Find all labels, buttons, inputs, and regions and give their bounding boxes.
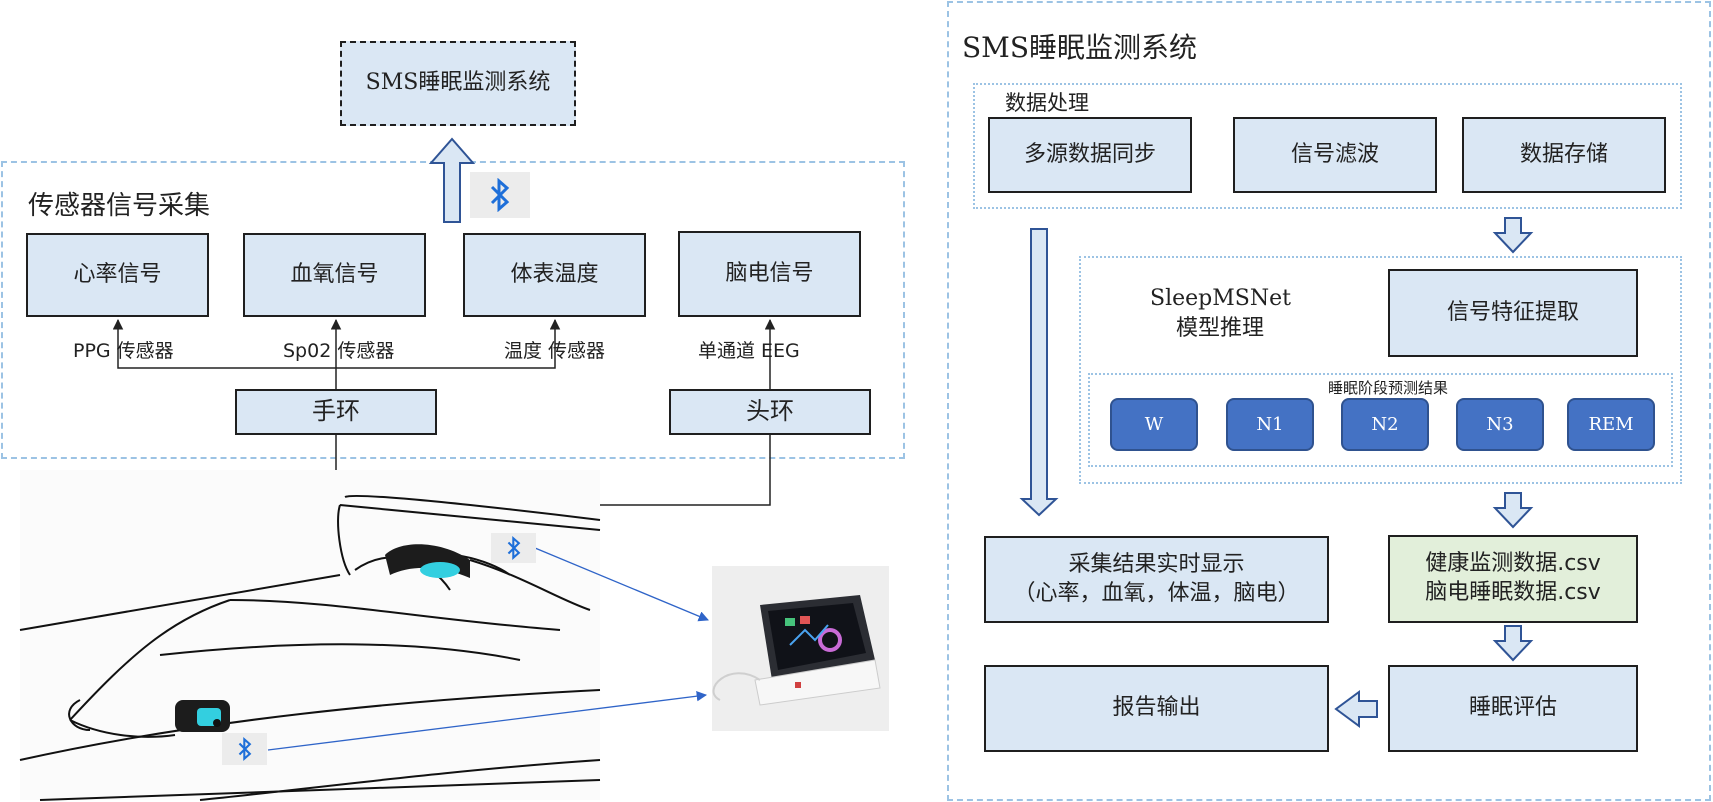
down-arrow-3 <box>1492 625 1534 662</box>
model-group <box>1079 256 1682 484</box>
report-output: 报告输出 <box>984 665 1329 752</box>
bt-link-head <box>534 547 709 622</box>
device-headband-label: 头环 <box>746 397 794 426</box>
proc-sync-label: 多源数据同步 <box>1023 141 1156 167</box>
stage-result-title: 睡眠阶段预测结果 <box>1328 379 1449 397</box>
stage-n1: N1 <box>1226 398 1314 451</box>
ppg-connector <box>112 318 337 389</box>
signal-eeg: 脑电信号 <box>678 231 861 317</box>
device-headband: 头环 <box>669 389 871 435</box>
sensor-label-eeg: 单通道 EEG <box>698 340 800 362</box>
right-system-title: SMS睡眠监测系统 <box>962 31 1198 64</box>
feature-extraction-label: 信号特征提取 <box>1446 299 1579 325</box>
model-name-line1: SleepMSNet <box>1150 286 1291 311</box>
sensor-label-ppg: PPG 传感器 <box>73 340 174 362</box>
bluetooth-icon <box>222 733 267 765</box>
stage-w: W <box>1110 398 1198 451</box>
processing-title: 数据处理 <box>1005 91 1089 115</box>
report-output-label: 报告输出 <box>1112 695 1201 721</box>
sensor-group-title: 传感器信号采集 <box>28 191 211 221</box>
system-box-top-label: SMS睡眠监测系统 <box>365 70 551 96</box>
signal-blood-oxygen-label: 血氧信号 <box>290 261 379 287</box>
device-wristband: 手环 <box>235 389 437 435</box>
csv-file-eeg: 脑电睡眠数据.csv <box>1425 580 1601 605</box>
stage-n3: N3 <box>1456 398 1544 451</box>
signal-heart-rate-label: 心率信号 <box>73 261 162 287</box>
stage-n2: N2 <box>1341 398 1429 451</box>
right-system-panel <box>947 1 1711 801</box>
system-box-top: SMS睡眠监测系统 <box>340 41 576 126</box>
realtime-display: 采集结果实时显示 （心率，血氧，体温，脑电） <box>984 536 1329 623</box>
stage-n3-label: N3 <box>1486 414 1514 435</box>
realtime-display-line1: 采集结果实时显示 <box>1068 551 1245 577</box>
signal-blood-oxygen: 血氧信号 <box>243 233 426 317</box>
proc-filter: 信号滤波 <box>1233 117 1437 193</box>
signal-eeg-label: 脑电信号 <box>725 260 814 286</box>
proc-storage-label: 数据存储 <box>1519 141 1608 167</box>
temp-connector <box>336 318 561 369</box>
signal-body-temp-label: 体表温度 <box>510 261 599 287</box>
stage-rem-label: REM <box>1588 414 1634 435</box>
feature-extraction: 信号特征提取 <box>1388 269 1638 357</box>
left-arrow <box>1334 690 1378 728</box>
down-arrow-1 <box>1492 217 1534 254</box>
long-down-arrow <box>1019 228 1059 517</box>
sleep-assessment: 睡眠评估 <box>1388 665 1638 752</box>
bt-link-wrist <box>267 691 708 751</box>
signal-heart-rate: 心率信号 <box>26 233 209 317</box>
sensor-label-spo2: Sp02 传感器 <box>283 340 395 362</box>
stage-n1-label: N1 <box>1256 414 1284 435</box>
realtime-display-line2: （心率，血氧，体温，脑电） <box>1013 580 1300 606</box>
proc-filter-label: 信号滤波 <box>1290 141 1379 167</box>
proc-sync: 多源数据同步 <box>988 117 1192 193</box>
stage-rem: REM <box>1567 398 1655 451</box>
csv-file-health: 健康监测数据.csv <box>1425 551 1601 577</box>
down-arrow-2 <box>1492 492 1534 529</box>
monitor-tablet-illustration <box>712 566 889 731</box>
stage-result-group <box>1088 373 1673 467</box>
csv-files: 健康监测数据.csv 脑电睡眠数据.csv <box>1388 535 1638 623</box>
upload-arrow <box>428 137 476 223</box>
model-name: SleepMSNet 模型推理 <box>1150 284 1291 343</box>
proc-storage: 数据存储 <box>1462 117 1666 193</box>
signal-body-temp: 体表温度 <box>463 233 646 317</box>
stage-n2-label: N2 <box>1371 414 1399 435</box>
device-wristband-label: 手环 <box>312 397 360 426</box>
bluetooth-icon <box>491 533 536 563</box>
model-name-line2: 模型推理 <box>1175 315 1264 341</box>
processing-group <box>973 83 1682 209</box>
sleep-assessment-label: 睡眠评估 <box>1468 695 1557 721</box>
bluetooth-icon <box>470 172 530 218</box>
stage-w-label: W <box>1144 414 1164 435</box>
